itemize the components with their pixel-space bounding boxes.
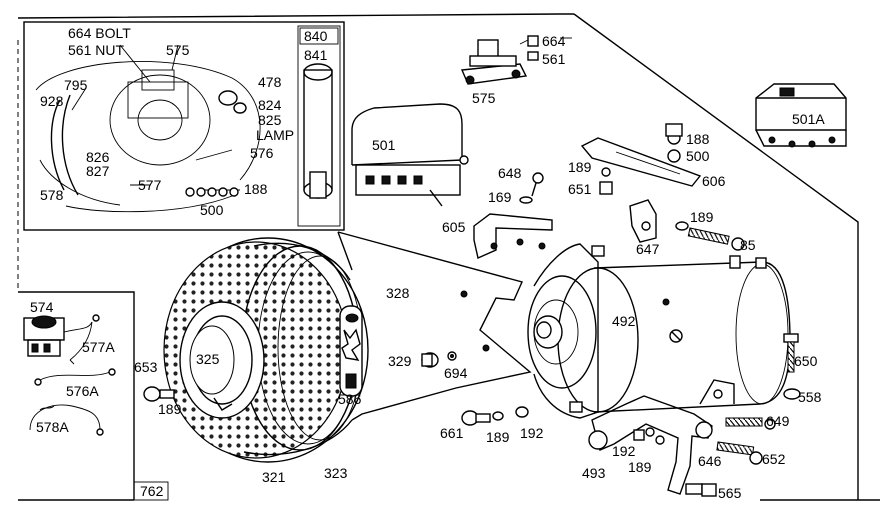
callout-189-a: 189 bbox=[568, 159, 592, 175]
callout-795: 795 bbox=[64, 77, 88, 93]
callout-189-c: 189 bbox=[158, 401, 182, 417]
callout-188: 188 bbox=[686, 131, 710, 147]
leader-line bbox=[71, 87, 87, 111]
callout-561-nut: 561 NUT bbox=[68, 42, 124, 58]
callout-565: 565 bbox=[718, 485, 742, 501]
callout-189-b: 189 bbox=[690, 209, 714, 225]
callout-840: 840 bbox=[304, 28, 328, 44]
callout-841: 841 bbox=[304, 47, 328, 63]
callout-188-inset: 188 bbox=[244, 181, 268, 197]
callout-189-e: 189 bbox=[628, 459, 652, 475]
callout-576a: 576A bbox=[66, 383, 99, 399]
callout-762: 762 bbox=[140, 483, 164, 499]
callout-647: 647 bbox=[636, 241, 660, 257]
inset-generator-end bbox=[35, 44, 261, 213]
callout-824: 824 bbox=[258, 97, 282, 113]
fan-pulley-assembly bbox=[163, 237, 369, 463]
callout-825: 825 bbox=[258, 112, 282, 128]
callout-651: 651 bbox=[568, 181, 592, 197]
callout-500-inset: 500 bbox=[200, 202, 224, 218]
callout-325: 325 bbox=[196, 351, 220, 367]
callout-492: 492 bbox=[612, 313, 636, 329]
callout-169: 169 bbox=[488, 189, 512, 205]
callout-650: 650 bbox=[794, 353, 818, 369]
bracket-647 bbox=[629, 199, 657, 243]
callout-664: 664 bbox=[542, 33, 566, 49]
callout-501a: 501A bbox=[792, 111, 825, 127]
callout-189-d: 189 bbox=[486, 429, 510, 445]
callout-826: 826 bbox=[86, 149, 110, 165]
callout-577a: 577A bbox=[82, 339, 115, 355]
callout-606: 606 bbox=[702, 173, 726, 189]
callout-577: 577 bbox=[138, 177, 162, 193]
callout-192-b: 192 bbox=[612, 443, 636, 459]
callout-578a: 578A bbox=[36, 419, 69, 435]
callout-649: 649 bbox=[766, 413, 790, 429]
bolt-85 bbox=[675, 221, 745, 251]
generator-492 bbox=[527, 243, 791, 419]
adjusting-arm bbox=[588, 395, 776, 497]
callout-561: 561 bbox=[542, 51, 566, 67]
callout-575: 575 bbox=[472, 90, 496, 106]
callout-lamp: LAMP bbox=[256, 127, 294, 143]
callout-576: 576 bbox=[250, 145, 274, 161]
callout-323: 323 bbox=[324, 465, 348, 481]
callout-192-a: 192 bbox=[520, 425, 544, 441]
callout-500: 500 bbox=[686, 148, 710, 164]
callout-586: 586 bbox=[338, 391, 362, 407]
lamp-socket bbox=[23, 315, 65, 357]
callout-labels: 664 BOLT 561 NUT 575 795 928 826 827 578… bbox=[30, 25, 825, 501]
callout-478: 478 bbox=[258, 74, 282, 90]
callout-664-bolt: 664 BOLT bbox=[68, 25, 131, 41]
callout-652: 652 bbox=[762, 451, 786, 467]
callout-321: 321 bbox=[262, 469, 286, 485]
callout-574: 574 bbox=[30, 299, 54, 315]
bracket-605 bbox=[473, 172, 553, 259]
diagram-frame bbox=[17, 13, 880, 501]
callout-558: 558 bbox=[798, 389, 822, 405]
top-inset-panel bbox=[23, 21, 345, 231]
callout-646: 646 bbox=[698, 453, 722, 469]
hose-clamp bbox=[303, 63, 333, 199]
callout-605: 605 bbox=[442, 219, 466, 235]
callout-575-inset: 575 bbox=[166, 42, 190, 58]
callout-928: 928 bbox=[40, 93, 64, 109]
regulator-501 bbox=[351, 103, 469, 207]
callout-329: 329 bbox=[388, 353, 412, 369]
callout-328: 328 bbox=[386, 285, 410, 301]
bolt-650 bbox=[783, 333, 801, 400]
bottom-inset-panel bbox=[18, 291, 169, 501]
callout-653: 653 bbox=[134, 359, 158, 375]
callout-648: 648 bbox=[498, 165, 522, 181]
callout-578: 578 bbox=[40, 187, 64, 203]
callout-827: 827 bbox=[86, 163, 110, 179]
callout-694: 694 bbox=[444, 365, 468, 381]
regulator-501a bbox=[755, 83, 847, 148]
switch-575 bbox=[460, 35, 539, 85]
mounting-plate-328 bbox=[337, 231, 532, 421]
callout-85: 85 bbox=[740, 237, 756, 253]
small-hardware bbox=[39, 37, 655, 441]
bracket-606 bbox=[580, 123, 702, 195]
callout-493: 493 bbox=[582, 465, 606, 481]
callout-661: 661 bbox=[440, 425, 464, 441]
callout-501: 501 bbox=[372, 137, 396, 153]
